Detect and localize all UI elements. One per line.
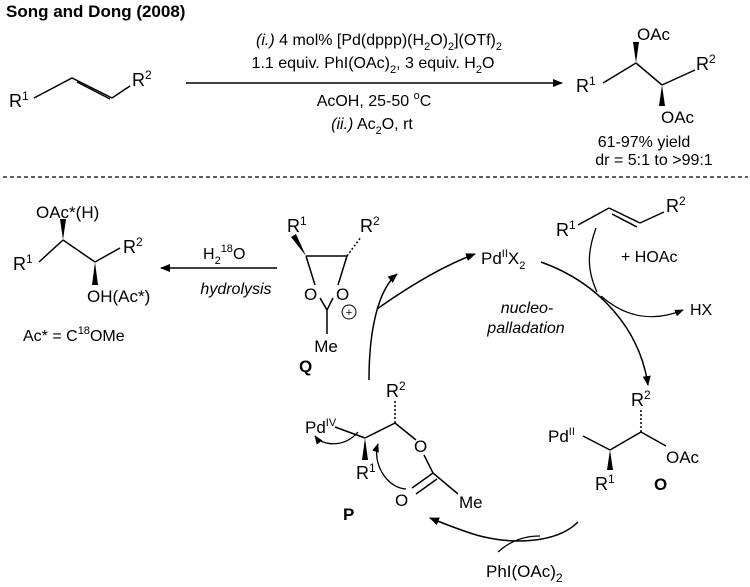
hx-byproduct: HX [690,302,713,319]
step-label-line1: nucleo- [501,300,553,317]
q-r1: R1 [287,214,307,236]
substituent-r1: R1 [9,89,29,111]
q-ring-oxygen-right: O [336,285,349,304]
q-ring-oxygen-left: O [304,285,317,304]
pd-iv-intermediate-p: PdIV R2 R1 O O Me [305,379,483,512]
cycle-alkene-r1: R1 [556,218,576,240]
alkene-entry-arrow [588,227,598,293]
label-p: P [343,505,354,524]
diacetate-product: OAc OAc R1 R2 [576,25,716,127]
o-pd-center: PdII [548,426,575,446]
pd-ii-intermediate-o: PdII OAc R2 R1 [548,388,700,494]
label-o: O [654,475,667,494]
hydrolysis-reagent: H218O [203,243,245,267]
final-r1: R1 [13,252,33,274]
dr-text: dr = 5:1 to >99:1 [595,152,713,169]
final-bottom-group: OH(Ac*) [87,287,150,306]
cycle-arrow-q-to-pd [376,253,476,310]
o-r2: R2 [631,388,651,410]
oxidant-phi-oac2: PhI(OAc)2 [486,562,563,585]
p-pd-center: PdIV [305,417,337,437]
substituent-r2: R2 [132,68,152,90]
product-top-oac: OAc [637,25,671,44]
yield-text: 61-97% yield [598,134,691,151]
alkene-starting-material: R1 R2 [9,68,152,111]
product-r1: R1 [576,74,596,96]
final-top-group: OAc*(H) [36,203,99,222]
product-r2: R2 [696,52,716,74]
q-r2: R2 [360,214,380,236]
hoac-input: + HOAc [621,249,677,266]
pd-catalyst: PdIIX2 [481,248,525,272]
alkene-substrate-cycle: R1 R2 [556,194,686,240]
condition-line-3: AcOH, 25-50 oC [317,90,432,110]
cycle-arrow-p-to-q [368,273,398,381]
oxidant-entry-arrow [497,535,541,553]
scheme-title: Song and Dong (2008) [6,2,185,21]
step-label-line2: palladation [486,320,565,337]
dioxolanium-cation-q: R1 R2 O O + Me [287,214,380,356]
hx-exit-arrow [600,295,684,318]
q-methyl: Me [314,337,338,356]
condition-line-4: (ii.) Ac2O, rt [331,116,413,137]
p-r1: R1 [356,461,376,483]
q-positive-charge: + [346,307,352,319]
product-bottom-oac: OAc [661,108,695,127]
condition-line-1: (i.) 4 mol% [Pd(dppp)(H2O)2](OTf)2 [256,32,502,53]
cycle-arrow-o-to-p [429,517,579,542]
hydrolysis-product: OAc*(H) OH(Ac*) R1 R2 [13,203,150,306]
ac-star-definition: Ac* = C18OMe [23,325,125,345]
p-r2: R2 [386,379,406,401]
p-ester-oxygen: O [414,437,427,456]
p-carbonyl-oxygen: O [395,491,408,510]
cycle-alkene-r2: R2 [666,194,686,216]
o-r1: R1 [595,472,615,494]
condition-line-2: 1.1 equiv. PhI(OAc)2, 3 equiv. H2O [252,55,495,76]
p-methyl: Me [459,493,483,512]
o-oac: OAc [666,448,700,467]
hydrolysis-label: hydrolysis [200,281,271,298]
cycle-arrow-pd-to-o [540,261,651,386]
label-q: Q [299,357,312,376]
final-r2: R2 [123,235,143,257]
